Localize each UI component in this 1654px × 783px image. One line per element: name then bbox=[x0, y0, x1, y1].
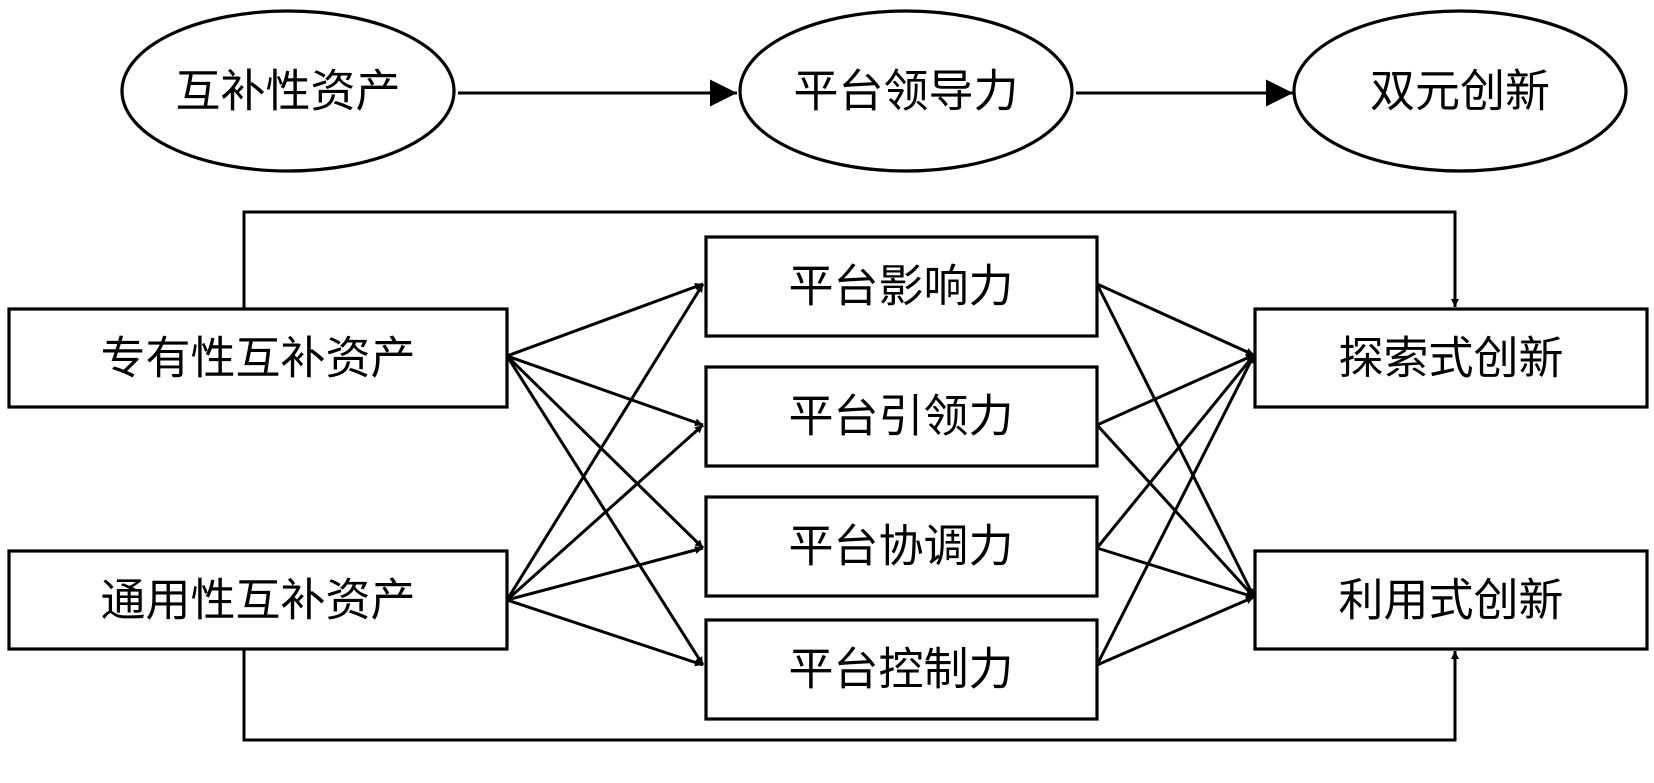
node-label: 平台引领力 bbox=[788, 390, 1013, 443]
arrow-in1-m3 bbox=[505, 354, 705, 550]
node-platform-influence: 平台影响力 bbox=[704, 235, 1099, 338]
node-label: 双元创新 bbox=[1370, 65, 1550, 118]
node-platform-leadership: 平台领导力 bbox=[738, 9, 1074, 173]
arrow-m4-out2 bbox=[1096, 595, 1255, 667]
arrow-in1-m1 bbox=[506, 282, 704, 358]
node-generic-assets: 通用性互补资产 bbox=[7, 549, 509, 651]
arrow-in2-m1 bbox=[505, 283, 705, 601]
arrow-in1-m2 bbox=[506, 354, 704, 427]
node-label: 通用性互补资产 bbox=[100, 574, 415, 627]
top-chain: 互补性资产 平台领导力 双元创新 bbox=[120, 9, 1628, 173]
arrow-in2-m2 bbox=[506, 423, 704, 602]
arrows-inputs-to-mediators bbox=[505, 282, 705, 667]
arrows-mediators-to-outputs bbox=[1095, 282, 1256, 667]
arrow-m2-out1 bbox=[1096, 353, 1255, 427]
node-platform-coordination: 平台协调力 bbox=[704, 495, 1099, 598]
node-label: 平台控制力 bbox=[788, 643, 1013, 696]
arrow-in2-m4 bbox=[506, 598, 704, 667]
node-label: 平台影响力 bbox=[788, 260, 1013, 313]
arrow-in2-out2-direct bbox=[242, 649, 1459, 742]
node-label: 互补性资产 bbox=[175, 65, 400, 118]
node-platform-control: 平台控制力 bbox=[704, 618, 1099, 721]
node-label: 探索式创新 bbox=[1338, 332, 1563, 385]
arrow-m3-out1 bbox=[1095, 354, 1256, 549]
node-label: 利用式创新 bbox=[1338, 574, 1563, 627]
arrow-in1-out1-direct bbox=[242, 210, 1459, 309]
node-platform-guidance: 平台引领力 bbox=[704, 365, 1099, 468]
arrow-in2-m3 bbox=[506, 546, 704, 602]
node-label: 专有性互补资产 bbox=[100, 332, 415, 385]
arrow-m3-out2 bbox=[1096, 546, 1255, 599]
arrow-m1-out2 bbox=[1095, 283, 1256, 598]
arrow-m1-out1 bbox=[1096, 282, 1255, 357]
node-exploitative-innovation: 利用式创新 bbox=[1253, 549, 1649, 651]
node-label: 平台协调力 bbox=[788, 520, 1013, 573]
model: 专有性互补资产 通用性互补资产 平台影响力 平台引领力 平台协调力 平台控制力 … bbox=[7, 210, 1649, 742]
node-proprietary-assets: 专有性互补资产 bbox=[7, 307, 509, 409]
node-complementary-assets: 互补性资产 bbox=[120, 9, 456, 173]
node-ambidextrous-innovation: 双元创新 bbox=[1292, 9, 1628, 173]
arrow-m4-out1 bbox=[1095, 354, 1256, 666]
node-exploratory-innovation: 探索式创新 bbox=[1253, 307, 1649, 409]
node-label: 平台领导力 bbox=[793, 65, 1018, 118]
